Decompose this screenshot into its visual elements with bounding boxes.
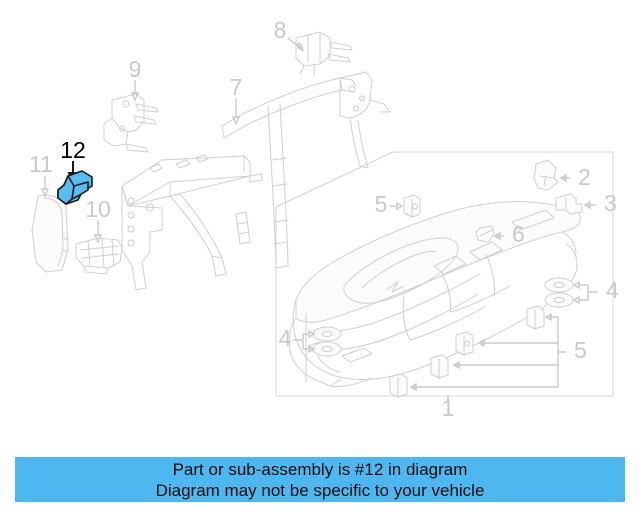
- diagram-note-banner: Part or sub-assembly is #12 in diagram D…: [15, 457, 625, 502]
- callout-label-12-highlighted: 12: [60, 137, 86, 163]
- instrument-panel-frame-left: [121, 154, 263, 291]
- banner-line-2: Diagram may not be specific to your vehi…: [155, 480, 485, 500]
- grommet-pair-right: [544, 277, 574, 308]
- callout-label-6: 6: [512, 221, 525, 247]
- callout-label-8: 8: [274, 17, 287, 43]
- leader-lines: [40, 37, 598, 402]
- wedge-clip-center: [475, 225, 495, 243]
- instrument-panel-assembly-box: [275, 151, 614, 397]
- grommet-pair-left: [312, 326, 342, 357]
- callout-label-9: 9: [129, 56, 142, 82]
- banner-line-1: Part or sub-assembly is #12 in diagram: [172, 459, 468, 479]
- callout-label-7: 7: [230, 74, 243, 100]
- cross-car-beam: [221, 71, 391, 269]
- clip-upper-right: [533, 159, 559, 191]
- callout-label-1: 1: [442, 395, 455, 421]
- bracket-upper-right: [295, 31, 353, 77]
- callout-label-10: 10: [85, 196, 111, 222]
- callout-label-4-left: 4: [279, 325, 292, 351]
- bracket-lower-left: [75, 237, 123, 275]
- callout-label-5-upper: 5: [375, 191, 388, 217]
- bracket-upper-left: [103, 93, 159, 153]
- callout-label-5-lower: 5: [574, 337, 587, 363]
- callout-label-2: 2: [578, 164, 591, 190]
- callout-label-11: 11: [29, 151, 53, 177]
- clip-upper-left: [403, 194, 421, 218]
- clip-right: [555, 193, 583, 215]
- callout-labels: 1 2 3 4 4 5 5 6 7 8 9 10 11 12: [29, 17, 619, 421]
- callout-label-4-right: 4: [606, 277, 619, 303]
- callout-label-3: 3: [604, 190, 617, 216]
- side-panel-left: [31, 195, 70, 273]
- clip-group-lower: [389, 305, 545, 398]
- instrument-panel-body: [288, 201, 581, 387]
- highlighted-clip-part: [57, 170, 93, 205]
